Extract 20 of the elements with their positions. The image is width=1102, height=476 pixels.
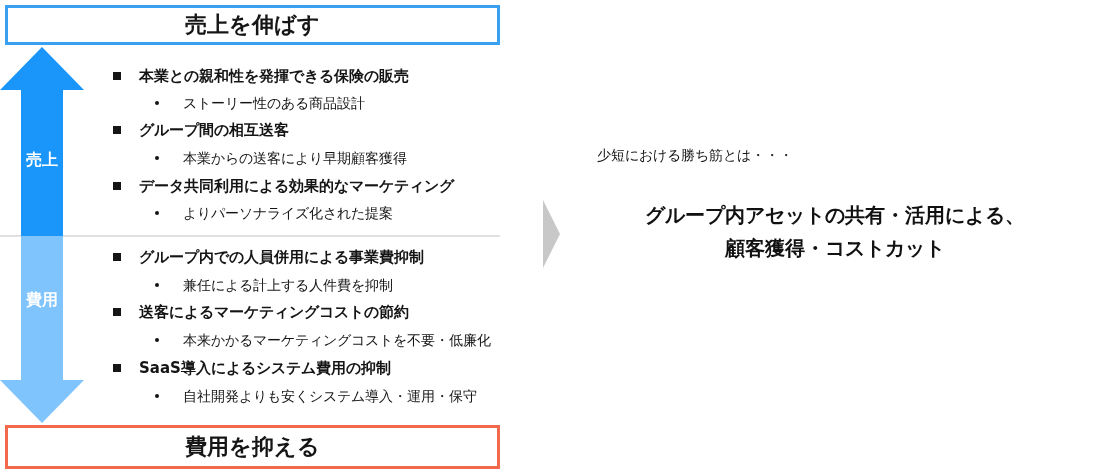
block-arrow	[0, 236, 84, 423]
edge-label: 売上	[26, 150, 58, 170]
heading-box: 費用を抑える	[5, 425, 500, 469]
edge-label: 費用	[26, 290, 58, 310]
bullet-text: 兼任による計上する人件費を抑制	[183, 276, 393, 295]
bullet-text: 自社開発よりも安くシステム導入・運用・保守	[183, 387, 477, 406]
headline-text: グループ内アセットの共有・活用による、顧客獲得・コストカット	[640, 199, 1030, 265]
bullet-text: 本来かかるマーケティングコストを不要・低廉化	[183, 331, 491, 350]
bullet-heading: 送客によるマーケティングコストの節約	[139, 302, 409, 322]
bullet-heading: データ共同利用による効果的なマーケティング	[139, 176, 454, 196]
bullet-heading: グループ間の相互送客	[139, 120, 289, 140]
bullet-heading: SaaS導入によるシステム費用の抑制	[139, 358, 391, 378]
bullet-text: よりパーソナライズ化された提案	[183, 204, 393, 223]
heading-box: 売上を伸ばす	[5, 5, 500, 45]
bullet-text: ストーリー性のある商品設計	[183, 94, 365, 113]
lead-text: 少短における勝ち筋とは・・・	[597, 146, 793, 165]
bullet-text: 本業からの送客により早期顧客獲得	[183, 149, 407, 168]
block-arrow	[0, 47, 84, 236]
bullet-heading: 本業との親和性を発揮できる保険の販売	[139, 66, 409, 86]
bullet-heading: グループ内での人員併用による事業費抑制	[139, 247, 424, 267]
